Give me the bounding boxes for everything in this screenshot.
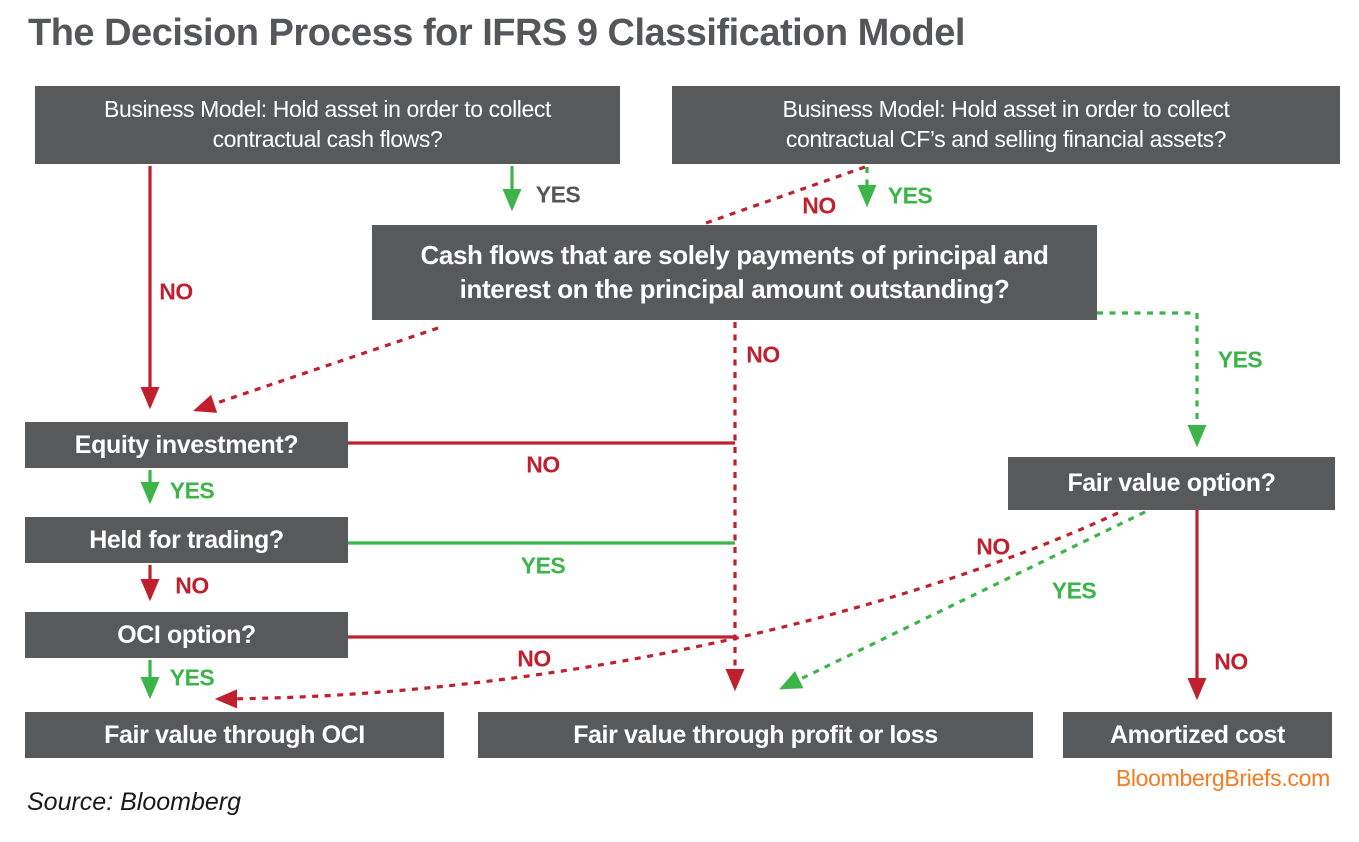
edge-label-bm1-no: NO [159, 278, 193, 305]
edge-label-equity-no: NO [526, 451, 560, 478]
edge-label-fvo-yes-dashed: YES [1051, 577, 1097, 604]
edge-label-fvo-no-dashed: NO [976, 533, 1010, 560]
edge-label-held-no: NO [175, 572, 209, 599]
edge-label-bm1-yes: YES [535, 181, 581, 208]
edge-sppi-yes-line [1097, 311, 1207, 448]
edge-bm2-no-line [705, 165, 866, 225]
page-title: The Decision Process for IFRS 9 Classifi… [28, 12, 965, 54]
edge-label-bm2-no: NO [802, 192, 836, 219]
bloombergbriefs-link: BloombergBriefs.com [1115, 765, 1330, 791]
node-sppi-test: Cash flows that are solely payments of p… [372, 225, 1097, 320]
edge-label-oci-no: NO [517, 645, 551, 672]
edge-label-held-yes: YES [520, 552, 566, 579]
edge-label-bm2-yes: YES [887, 182, 933, 209]
node-business-model-1: Business Model: Hold asset in order to c… [35, 86, 620, 164]
source-attribution: Source: Bloomberg [27, 788, 242, 816]
edge-label-oci-yes: YES [169, 664, 215, 691]
node-business-model-2: Business Model: Hold asset in order to c… [672, 86, 1340, 164]
node-fair-value-through-oci: Fair value through OCI [25, 712, 444, 758]
node-oci-option: OCI option? [25, 612, 348, 658]
edge-label-fvo-no-solid: NO [1214, 648, 1248, 675]
node-fair-value-option: Fair value option? [1008, 457, 1335, 510]
edge-fvo-yes-dashed-line [779, 510, 1146, 690]
node-fair-value-through-profit-or-loss: Fair value through profit or loss [478, 712, 1033, 758]
edge-label-sppi-no: NO [746, 341, 780, 368]
node-equity-investment: Equity investment? [25, 422, 348, 468]
edge-fvo-no-dashed-line [214, 511, 1119, 709]
edge-label-equity-yes: YES [169, 477, 215, 504]
edge-sppi-no-left-line [192, 326, 439, 413]
edge-label-sppi-yes: YES [1217, 346, 1263, 373]
node-held-for-trading: Held for trading? [25, 517, 348, 563]
node-amortized-cost: Amortized cost [1063, 712, 1332, 758]
